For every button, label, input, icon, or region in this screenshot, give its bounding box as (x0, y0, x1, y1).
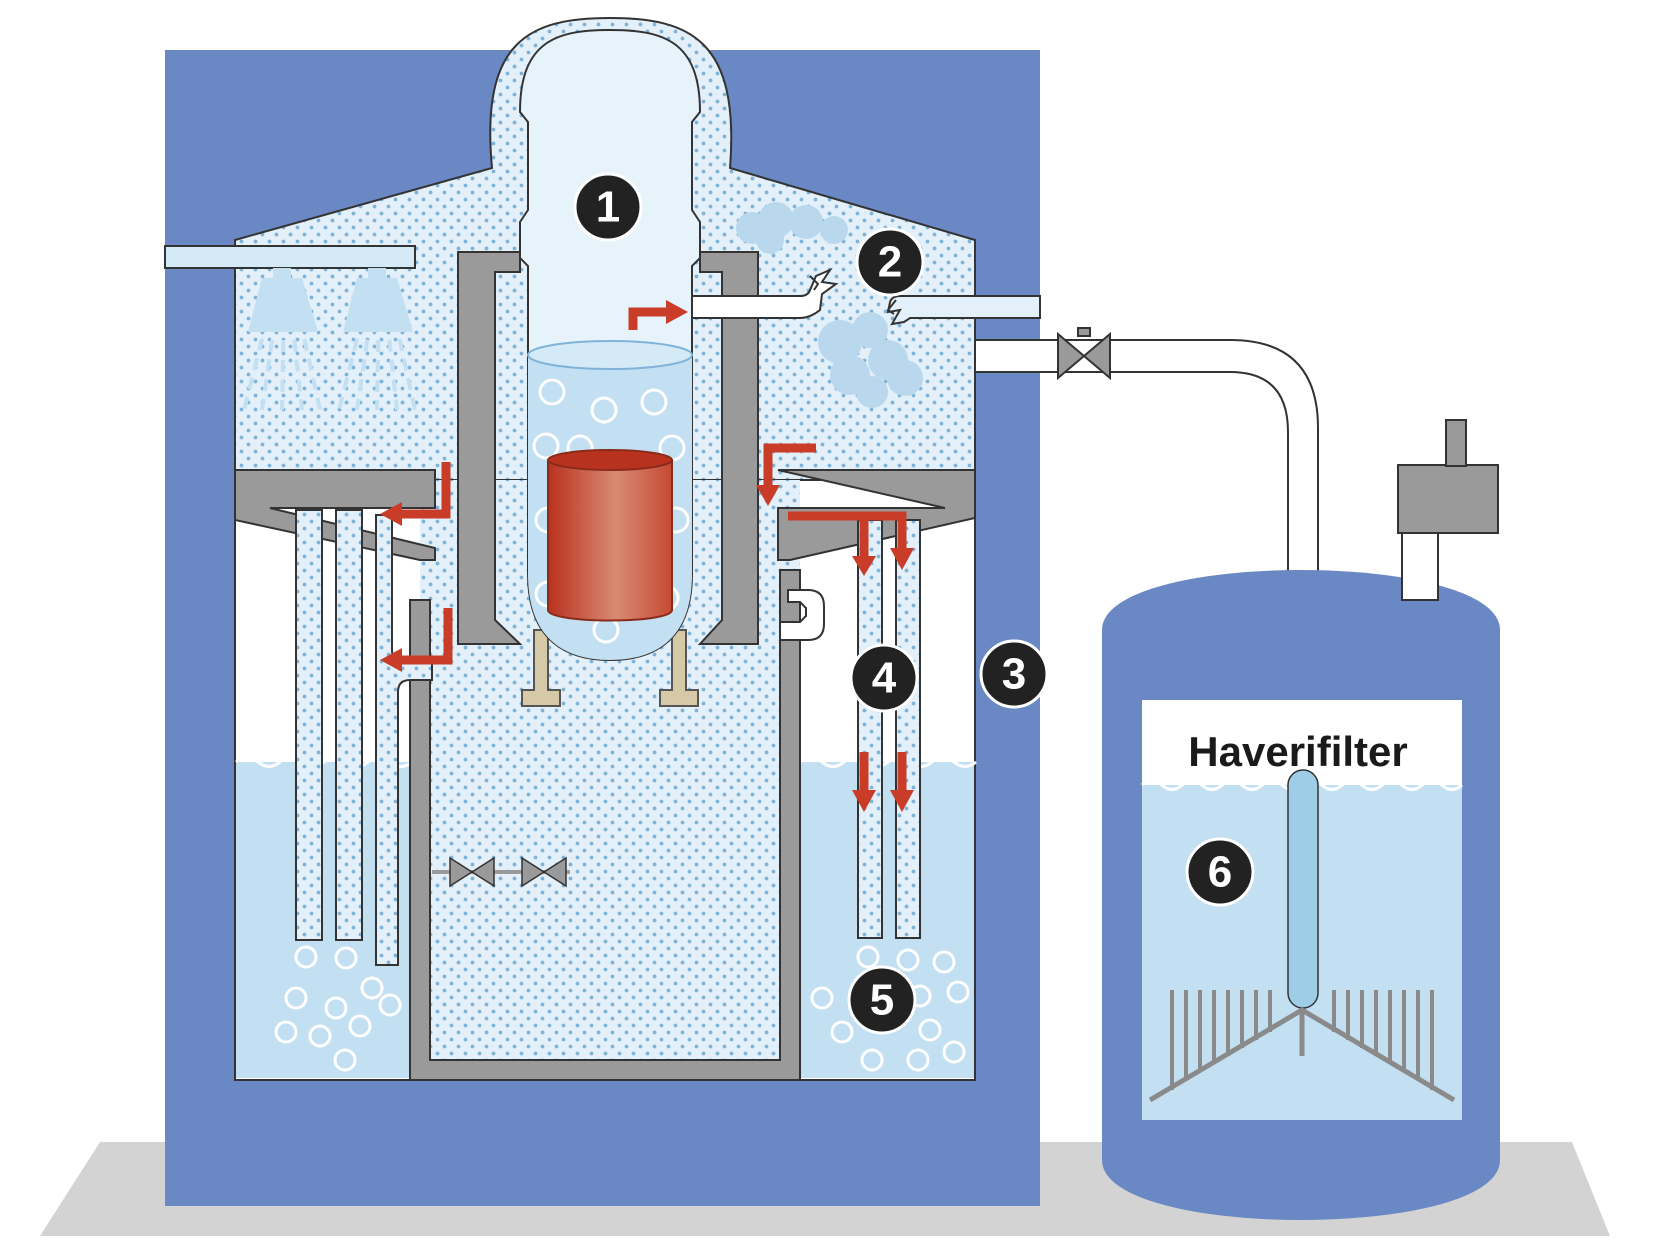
marker-2: 2 (855, 227, 925, 297)
svg-text:3: 3 (1002, 650, 1026, 699)
filter-label: Haverifilter (1188, 728, 1407, 775)
marker-1: 1 (573, 172, 643, 242)
svg-text:4: 4 (872, 654, 897, 703)
bubble-icon (274, 945, 970, 1072)
svg-text:5: 5 (870, 976, 894, 1025)
valve-icon (449, 856, 567, 888)
pedestal-walls (409, 569, 801, 1081)
steam-line (689, 267, 839, 319)
svg-text:1: 1 (596, 183, 620, 232)
relief-pipe (779, 589, 825, 641)
svg-text:6: 6 (1208, 848, 1232, 897)
spray-system (164, 245, 417, 411)
vent-pipes (295, 509, 921, 966)
reactor-pressure-vessel (518, 28, 702, 662)
valve-icon (1057, 327, 1111, 381)
marker-6: 6 (1185, 837, 1255, 907)
rupture-icon (809, 275, 897, 315)
flow-arrow-icon (400, 307, 907, 790)
flow-arrow-icon (380, 300, 914, 812)
marker-4: 4 (849, 643, 919, 713)
svg-text:2: 2 (878, 238, 902, 287)
steam-cloud-icon (736, 202, 923, 408)
spray-nozzle-icon (242, 268, 417, 411)
filtered-vent-line (809, 275, 1319, 771)
marker-5: 5 (847, 965, 917, 1035)
reactor-supports (521, 629, 699, 707)
marker-3: 3 (979, 639, 1049, 709)
reactor-core (547, 449, 673, 622)
filter-vessel (1102, 419, 1500, 1220)
